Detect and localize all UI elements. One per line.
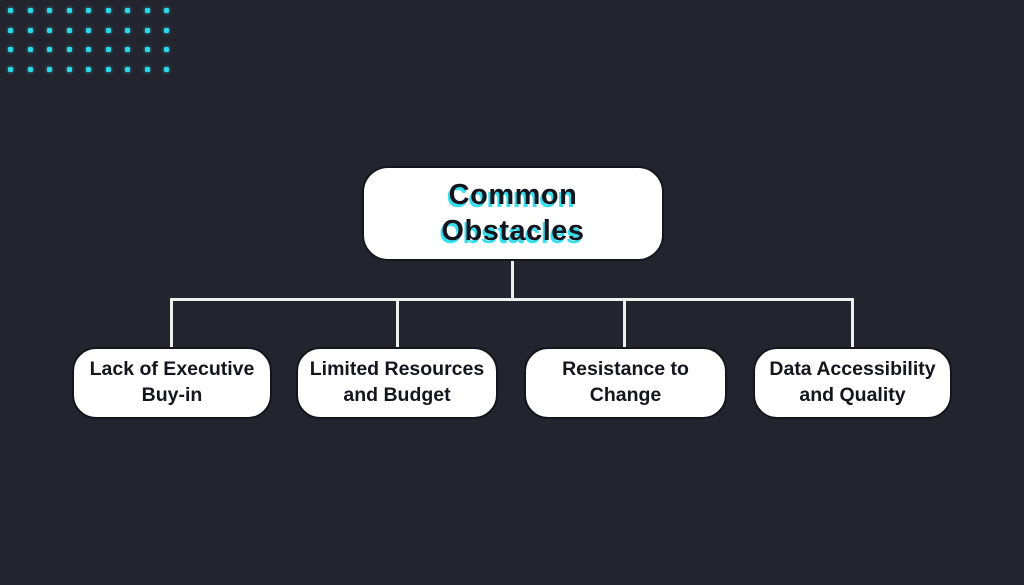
connector-drop-4 <box>851 298 854 348</box>
child-node-label: Lack of Executive Buy-in <box>89 358 255 406</box>
connector-horizontal-bar <box>170 298 854 301</box>
decor-dot <box>27 47 33 52</box>
child-node-label: Data Accessibility and Quality <box>769 358 936 406</box>
decor-dot <box>144 47 150 52</box>
decor-dot <box>47 8 52 13</box>
child-node-data-accessibility-and-quality: Data Accessibility and Quality <box>753 347 952 419</box>
decor-dot <box>105 47 111 52</box>
child-node-label: Limited Resources and Budget <box>309 358 485 406</box>
decor-dot <box>105 8 111 13</box>
connector-root-drop <box>511 260 514 300</box>
decor-dot <box>164 27 169 33</box>
decor-dot <box>8 66 13 72</box>
root-node-label: Common Obstacles <box>441 179 585 247</box>
dot-grid-icon <box>8 8 169 72</box>
decor-dot <box>47 27 52 33</box>
decor-dot <box>125 8 130 13</box>
decor-dot <box>8 47 13 52</box>
decor-dot <box>86 27 91 33</box>
connector-drop-3 <box>623 298 626 348</box>
decor-dot <box>47 66 52 72</box>
decor-dot <box>164 66 169 72</box>
child-node-limited-resources-and-budget: Limited Resources and Budget <box>296 347 498 419</box>
decor-dot <box>125 66 130 72</box>
decor-dot <box>66 27 72 33</box>
decor-dot <box>47 47 52 52</box>
decor-dot <box>27 27 33 33</box>
decor-dot <box>27 66 33 72</box>
child-node-label: Resistance to Change <box>562 358 689 406</box>
child-node-resistance-to-change: Resistance to Change <box>524 347 727 419</box>
decor-dot <box>66 47 72 52</box>
decor-dot <box>164 47 169 52</box>
decor-dot <box>105 27 111 33</box>
root-node-common-obstacles: Common Obstacles <box>362 166 664 261</box>
decor-dot <box>86 66 91 72</box>
connector-drop-1 <box>170 298 173 348</box>
decor-dot <box>144 27 150 33</box>
decor-dot <box>66 8 72 13</box>
decor-dot <box>125 47 130 52</box>
decor-dot <box>144 8 150 13</box>
decor-dot <box>86 8 91 13</box>
connector-drop-2 <box>396 298 399 348</box>
decor-dot <box>125 27 130 33</box>
child-node-lack-of-executive-buy-in: Lack of Executive Buy-in <box>72 347 272 419</box>
decor-dot <box>105 66 111 72</box>
decor-dot <box>86 47 91 52</box>
decor-dot <box>8 8 13 13</box>
decor-dot <box>66 66 72 72</box>
decor-dot <box>144 66 150 72</box>
decor-dot <box>27 8 33 13</box>
decor-dot <box>8 27 13 33</box>
decor-dot <box>164 8 169 13</box>
